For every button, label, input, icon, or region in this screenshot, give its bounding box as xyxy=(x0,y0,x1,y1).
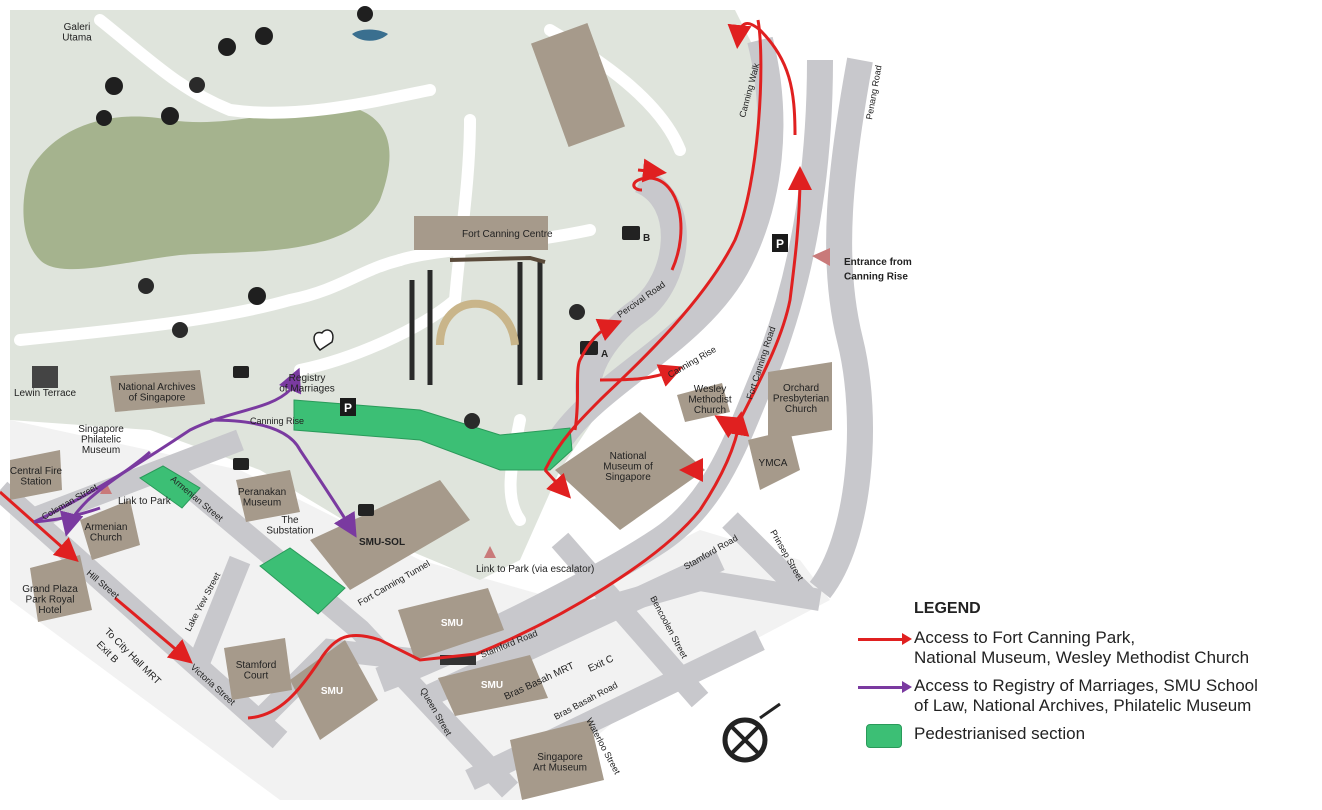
label-smu-sol: SMU-SOL xyxy=(359,537,405,548)
building-peranakan xyxy=(236,470,300,522)
label-fort-canning-centre: Fort Canning Centre xyxy=(462,229,553,240)
building-smu-sol xyxy=(310,480,470,590)
label-ymca: YMCA xyxy=(759,458,788,469)
building-grand-plaza xyxy=(30,555,92,622)
label-carpark-a: A xyxy=(601,349,608,360)
purple-arrow-icon xyxy=(856,676,914,698)
building-national-museum xyxy=(555,412,705,530)
entrance-marker xyxy=(812,248,830,266)
legend-item-label: Pedestrianised section xyxy=(914,724,1086,743)
label-carpark-b: B xyxy=(643,233,650,244)
label-link-park-escalator: Link to Park (via escalator) xyxy=(476,564,594,575)
green-box-icon xyxy=(856,724,914,748)
pedestrianised-sections xyxy=(139,399,573,615)
bus-icon xyxy=(440,655,476,665)
legend: LEGEND Access to Fort Canning Park,Natio… xyxy=(856,600,1316,754)
link-park-marker-2 xyxy=(484,546,496,558)
building-smu-2 xyxy=(438,655,548,716)
building-fort-canning-centre xyxy=(414,216,548,250)
legend-item-red: Access to Fort Canning Park,National Mus… xyxy=(856,628,1316,668)
building-smu-3 xyxy=(290,640,378,740)
main-lawn xyxy=(23,107,390,270)
building-wesley xyxy=(677,383,730,422)
svg-text:P: P xyxy=(344,401,352,415)
buildings xyxy=(10,23,832,800)
purple-access-routes xyxy=(33,367,357,538)
red-access-routes xyxy=(0,19,812,720)
road-canning-rise-2: Canning Rise xyxy=(250,416,304,426)
label-smu-1: SMU xyxy=(441,618,463,629)
building-sam xyxy=(510,720,604,800)
label-smu-2: SMU xyxy=(481,680,503,691)
building-national-archives xyxy=(110,370,205,412)
building-ymca xyxy=(748,430,800,490)
label-lewin-terrace: Lewin Terrace xyxy=(14,388,77,399)
label-smu-3: SMU xyxy=(321,686,343,697)
building-orchard-presbyterian xyxy=(768,362,832,440)
building-armenian-church xyxy=(80,500,140,560)
red-arrow-icon xyxy=(856,628,914,650)
link-park-marker-1 xyxy=(100,482,112,494)
legend-item-label: Access to Registry of Marriages, SMU Sch… xyxy=(914,676,1258,715)
compass-icon xyxy=(722,702,781,763)
restaurant-icon xyxy=(32,366,58,388)
parking-sign-icon: P xyxy=(772,234,788,252)
legend-title: LEGEND xyxy=(914,600,981,617)
legend-item-label: Access to Fort Canning Park,National Mus… xyxy=(914,628,1250,667)
tree-icons xyxy=(96,6,373,305)
legend-item-green: Pedestrianised section xyxy=(856,724,1316,748)
registry-marriage-icon xyxy=(313,329,334,351)
shade-icons xyxy=(138,77,585,429)
legend-item-purple: Access to Registry of Marriages, SMU Sch… xyxy=(856,676,1316,716)
svg-text:P: P xyxy=(776,237,784,251)
car-park-icons xyxy=(233,226,640,516)
pond xyxy=(352,29,388,41)
building-central-fire xyxy=(10,450,62,500)
building-stamford-court xyxy=(224,638,292,700)
building-smu-1 xyxy=(398,588,504,660)
registry-sign-icon: P xyxy=(340,398,356,416)
fort-gate-structure xyxy=(409,255,546,385)
building-block xyxy=(530,23,626,147)
label-link-park: Link to Park xyxy=(118,496,172,507)
